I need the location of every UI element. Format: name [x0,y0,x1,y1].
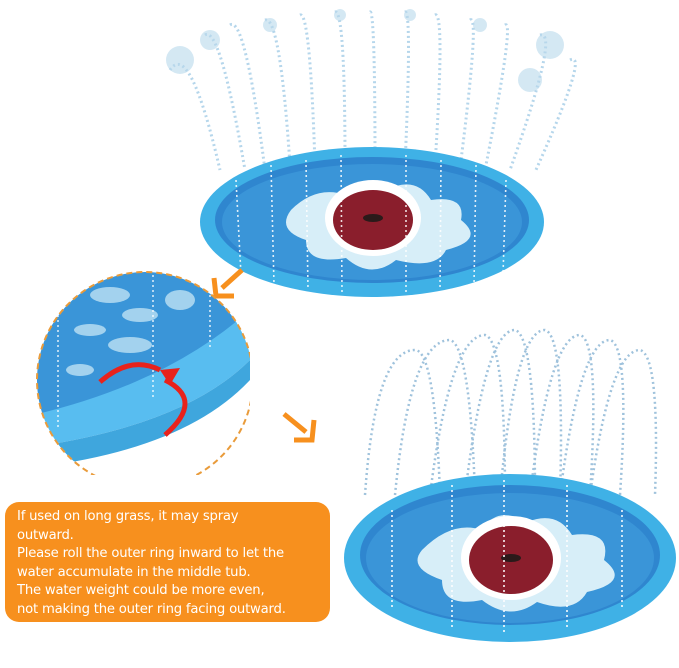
note-line-6: not making the outer ring facing outward… [17,601,286,617]
top-splash-pad [200,147,544,297]
note-line-4: water accumulate in the middle tub. [17,564,251,580]
bottom-splash-pad [344,474,676,642]
instruction-note: If used on long grass, it may spray outw… [5,502,330,622]
note-line-5: The water weight could be more even, [17,583,265,598]
note-line-3: Please roll the outer ring inward to let… [17,546,284,561]
top-water-spray [166,9,577,173]
arrow-down-right-icon [282,412,317,443]
rolled-outer-ring-detail [36,271,250,475]
bottom-water-spray [363,328,658,496]
arrow-down-left-icon [211,268,244,299]
note-line-1: If used on long grass, it may spray [17,509,239,524]
note-line-2: outward. [17,527,74,543]
